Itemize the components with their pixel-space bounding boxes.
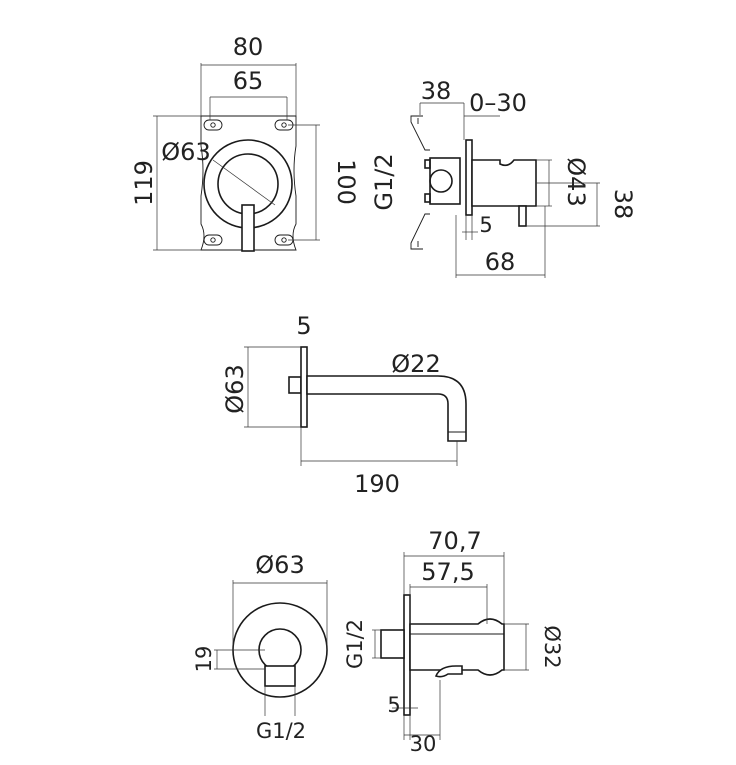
mounting-plate <box>200 115 297 251</box>
dim-offset: 19 <box>192 646 216 673</box>
dim-flange: 5 <box>479 213 492 237</box>
mixer-side-view: 38 0–30 G1/2 5 68 Ø43 38 <box>370 77 637 278</box>
outlet-front-view: Ø63 19 G1/2 <box>192 551 328 743</box>
dim-flange: 5 <box>296 312 311 340</box>
dim-length-inner: 57,5 <box>421 558 474 586</box>
spout-wall-plate <box>300 346 308 428</box>
dim-height-outer: 119 <box>130 160 158 206</box>
handle-body <box>471 159 537 207</box>
nut-top <box>424 159 431 169</box>
dim-thread: G1/2 <box>343 619 367 669</box>
spout-connector <box>288 376 302 394</box>
hole-br <box>281 237 287 243</box>
spout-pipe <box>306 375 467 442</box>
bracket-top <box>410 115 430 151</box>
slot-bottom-left <box>203 234 223 246</box>
dim-height-inner: 100 <box>332 159 360 205</box>
dim-diameter: Ø63 <box>255 551 304 579</box>
hole-tl <box>210 122 216 128</box>
outlet-side-view: 70,7 57,5 G1/2 Ø32 5 30 <box>343 527 564 756</box>
dim-diameter: Ø32 <box>540 625 564 668</box>
dim-length-total: 70,7 <box>428 527 481 555</box>
nut-bottom <box>424 193 431 203</box>
outlet-elbow <box>434 665 463 678</box>
dim-width-outer: 80 <box>233 33 264 61</box>
outlet-thread-stub <box>264 665 296 687</box>
dim-width-inner: 65 <box>233 67 264 95</box>
lever-handle <box>241 204 255 252</box>
dim-offset: 30 <box>410 732 437 756</box>
hole-bl <box>210 237 216 243</box>
lever-stub <box>518 205 527 227</box>
dim-depth-total: 68 <box>485 248 516 276</box>
dim-length: 190 <box>354 470 400 498</box>
slot-top-left <box>203 119 223 131</box>
dim-pipe-diameter: Ø22 <box>391 350 440 378</box>
dim-adjust-range: 0–30 <box>469 89 527 117</box>
spout-view: 5 Ø63 Ø22 190 <box>221 312 467 498</box>
dim-wall-diameter: Ø63 <box>221 364 249 413</box>
rosette-plate <box>465 139 473 216</box>
dim-diameter: Ø63 <box>161 138 210 166</box>
dim-thread: G1/2 <box>256 719 306 743</box>
dim-thread: G1/2 <box>370 153 398 210</box>
dim-diameter: Ø43 <box>562 157 590 206</box>
dim-flange: 5 <box>387 693 400 717</box>
thread-inlet <box>429 169 453 193</box>
valve-body <box>429 157 461 205</box>
mixer-front-view: 80 65 119 100 Ø63 <box>130 33 360 252</box>
outlet-thread <box>380 629 405 659</box>
dim-height: 38 <box>609 189 637 220</box>
dim-depth-body: 38 <box>421 77 452 105</box>
bracket-bottom <box>410 213 430 250</box>
diameter-leader <box>212 159 276 206</box>
outlet-wall-plate <box>403 594 411 716</box>
hole-tr <box>281 122 287 128</box>
